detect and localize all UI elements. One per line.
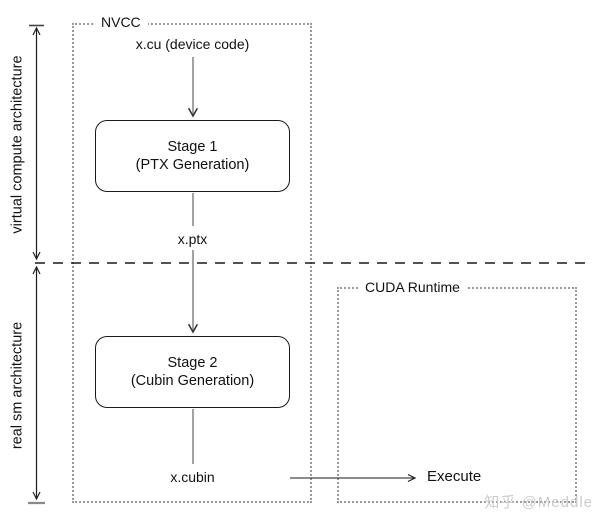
zhihu-watermark: 知乎 @Meddle (484, 494, 593, 511)
xptx-label: x.ptx (95, 231, 290, 247)
stage2-cubin-generation-node: Stage 2 (Cubin Generation) (95, 336, 290, 408)
real-sm-architecture-label: real sm architecture (9, 321, 26, 450)
nvcc-box-label: NVCC (94, 14, 148, 31)
stage1-subtitle: (PTX Generation) (135, 157, 250, 173)
stage1-ptx-generation-node: Stage 1 (PTX Generation) (95, 120, 290, 192)
stage2-subtitle: (Cubin Generation) (130, 373, 255, 389)
xcu-device-code-label: x.cu (device code) (95, 36, 290, 52)
nvcc-container-box (72, 23, 312, 503)
xcubin-label: x.cubin (95, 469, 290, 485)
stage1-title: Stage 1 (167, 139, 218, 155)
cuda-runtime-box-label: CUDA Runtime (358, 279, 467, 296)
stage2-title: Stage 2 (167, 355, 218, 371)
virtual-compute-architecture-label: virtual compute architecture (9, 55, 26, 234)
execute-label: Execute (427, 468, 482, 485)
